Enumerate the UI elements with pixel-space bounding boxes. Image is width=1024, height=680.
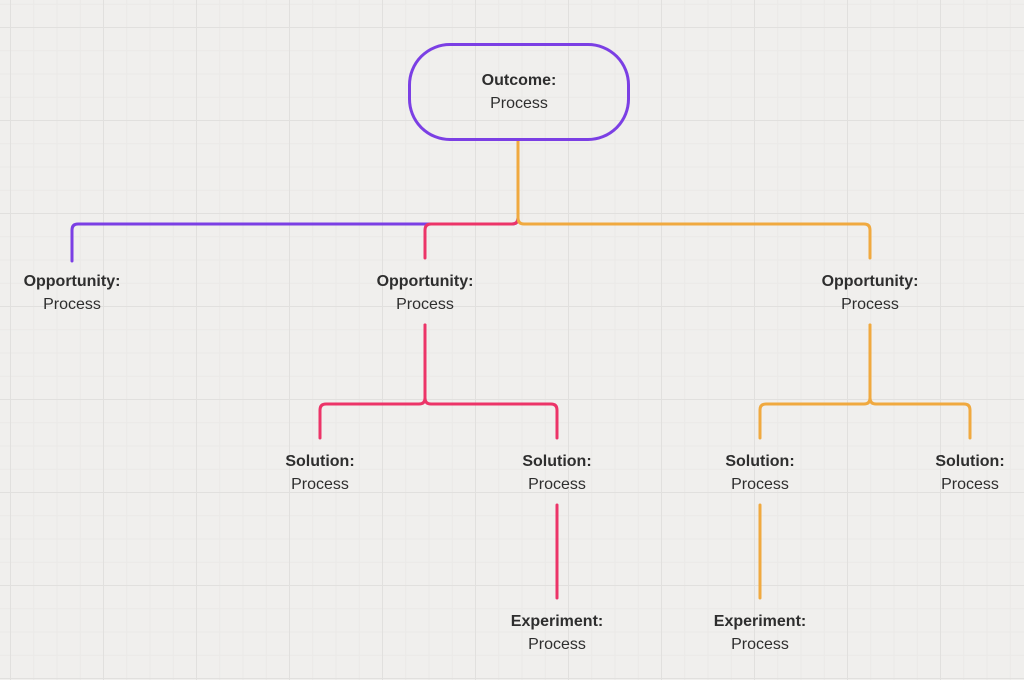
solution-2-title: Solution: <box>522 453 592 470</box>
connector-opportunity-3-solution-3[interactable] <box>758 323 872 440</box>
opportunity-3-title: Opportunity: <box>821 273 919 290</box>
opportunity-3-subtitle: Process <box>841 296 899 313</box>
outcome-title: Outcome: <box>481 72 557 89</box>
solution-1-label[interactable]: Solution: Process <box>285 450 354 496</box>
opportunity-2-label[interactable]: Opportunity: Process <box>377 270 474 316</box>
connector-opportunity-3-solution-4[interactable] <box>868 323 972 440</box>
solution-3-label[interactable]: Solution: Process <box>725 450 794 496</box>
opportunity-2-title: Opportunity: <box>376 273 474 290</box>
opportunity-1-subtitle: Process <box>43 296 101 313</box>
opportunity-1-title: Opportunity: <box>23 273 121 290</box>
solution-2-label[interactable]: Solution: Process <box>522 450 591 496</box>
connector-opportunity-2-solution-1[interactable] <box>318 323 427 440</box>
solution-1-subtitle: Process <box>291 476 349 493</box>
experiment-2-subtitle: Process <box>731 636 789 653</box>
opportunity-1-label[interactable]: Opportunity: Process <box>24 270 121 316</box>
solution-1-title: Solution: <box>285 453 355 470</box>
outcome-subtitle: Process <box>490 95 548 112</box>
opportunity-3-label[interactable]: Opportunity: Process <box>822 270 919 316</box>
connector-opportunity-2-solution-2[interactable] <box>423 323 559 440</box>
experiment-1-title: Experiment: <box>510 613 604 630</box>
connector-outcome-opportunity-2[interactable] <box>423 138 520 260</box>
outcome-node[interactable]: Outcome: Process <box>408 43 630 141</box>
solution-4-subtitle: Process <box>941 476 999 493</box>
experiment-1-label[interactable]: Experiment: Process <box>511 610 603 656</box>
connector-outcome-opportunity-3[interactable] <box>516 138 872 260</box>
experiment-2-title: Experiment: <box>713 613 807 630</box>
experiment-1-subtitle: Process <box>528 636 586 653</box>
opportunity-2-subtitle: Process <box>396 296 454 313</box>
solution-2-subtitle: Process <box>528 476 586 493</box>
connector-outcome-opportunity-1[interactable] <box>70 138 520 263</box>
solution-3-title: Solution: <box>725 453 795 470</box>
solution-4-title: Solution: <box>935 453 1005 470</box>
solution-4-label[interactable]: Solution: Process <box>935 450 1004 496</box>
solution-3-subtitle: Process <box>731 476 789 493</box>
experiment-2-label[interactable]: Experiment: Process <box>714 610 806 656</box>
